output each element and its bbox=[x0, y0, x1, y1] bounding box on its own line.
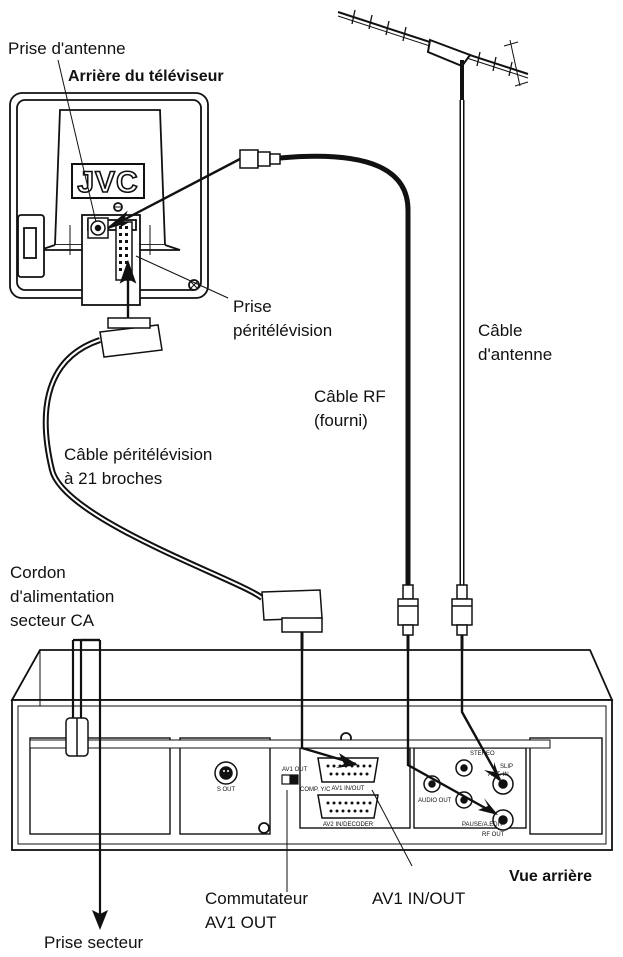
antenna-cable-label-line2: d'antenne bbox=[478, 345, 553, 364]
rf-cable-label-line2: (fourni) bbox=[314, 411, 368, 430]
scart-cable bbox=[42, 337, 264, 601]
scart-cable-label-line1: Câble péritélévision bbox=[64, 445, 213, 464]
pause-a-edit-label: PAUSE/A.EDIT bbox=[462, 822, 503, 828]
power-cord-label-line1: Cordon bbox=[10, 563, 66, 582]
av2-in-decoder-connector bbox=[317, 794, 379, 819]
rf-cable bbox=[279, 153, 411, 585]
audio-out-label: AUDIO OUT bbox=[418, 798, 452, 804]
power-cord bbox=[71, 638, 102, 918]
stereo-label: STEREO bbox=[470, 751, 495, 757]
rf-cable-label-line1: Câble RF bbox=[314, 387, 386, 406]
ant-in-arrow bbox=[484, 762, 501, 782]
mains-outlet-label: Prise secteur bbox=[44, 933, 144, 952]
rf-cable-tv-plug bbox=[107, 149, 281, 230]
av1-inout-label: AV1 IN/OUT bbox=[372, 889, 466, 908]
av1-out-switch bbox=[281, 774, 299, 785]
mains-outlet-arrow bbox=[92, 910, 108, 930]
rf-cable-vcr-plug bbox=[397, 584, 419, 650]
av1-switch-label-line2: AV1 OUT bbox=[205, 913, 277, 932]
leader-lines bbox=[57, 59, 413, 892]
rear-view-label: Vue arrière bbox=[509, 868, 593, 885]
antenna-cable-label-line1: Câble bbox=[478, 321, 523, 340]
s-out-jack bbox=[214, 761, 238, 785]
scart-jack-label-line2: péritélévision bbox=[233, 321, 333, 340]
av1-inout-arrow bbox=[336, 753, 358, 768]
av1-inout-connector bbox=[317, 757, 379, 783]
tv-rear-label: Arrière du téléviseur bbox=[68, 68, 224, 85]
rf-out-label: RF OUT bbox=[482, 832, 505, 838]
power-cord-label-line3: secteur CA bbox=[10, 611, 95, 630]
antenna-to-antin-path bbox=[460, 650, 502, 781]
scart-to-av1-path bbox=[300, 650, 357, 766]
power-cord-holder bbox=[65, 717, 89, 757]
vcr-rear-panel bbox=[10, 649, 614, 851]
av1-inout-panel-label: AV1 IN/OUT bbox=[332, 786, 365, 792]
s-out-label: S OUT bbox=[217, 787, 236, 793]
slip-label: SLIP bbox=[500, 764, 513, 770]
av1-out-panel-label: AV1 OUT bbox=[282, 767, 308, 773]
scart-jack-label-line1: Prise bbox=[233, 297, 272, 316]
rf-to-rfout-path bbox=[406, 650, 497, 816]
scart-cable-vcr-plug bbox=[261, 589, 323, 650]
jvc-logo: JVC bbox=[71, 163, 145, 200]
power-cord-label-line2: d'alimentation bbox=[10, 587, 115, 606]
tv-antenna-jack bbox=[87, 217, 109, 239]
roof-antenna bbox=[337, 9, 529, 100]
comp-yc-label: COMP. Y/C bbox=[300, 787, 331, 793]
av1-switch-label-line1: Commutateur bbox=[205, 889, 308, 908]
scart-cable-label-line2: à 21 broches bbox=[64, 469, 163, 488]
antenna-jack-label: Prise d'antenne bbox=[8, 39, 126, 58]
antenna-cable-plug bbox=[451, 584, 473, 650]
av2-in-decoder-label: AV2 IN/DECODER bbox=[323, 822, 374, 828]
rf-out-arrow bbox=[478, 798, 498, 815]
scart-cable-tv-plug bbox=[99, 259, 163, 358]
